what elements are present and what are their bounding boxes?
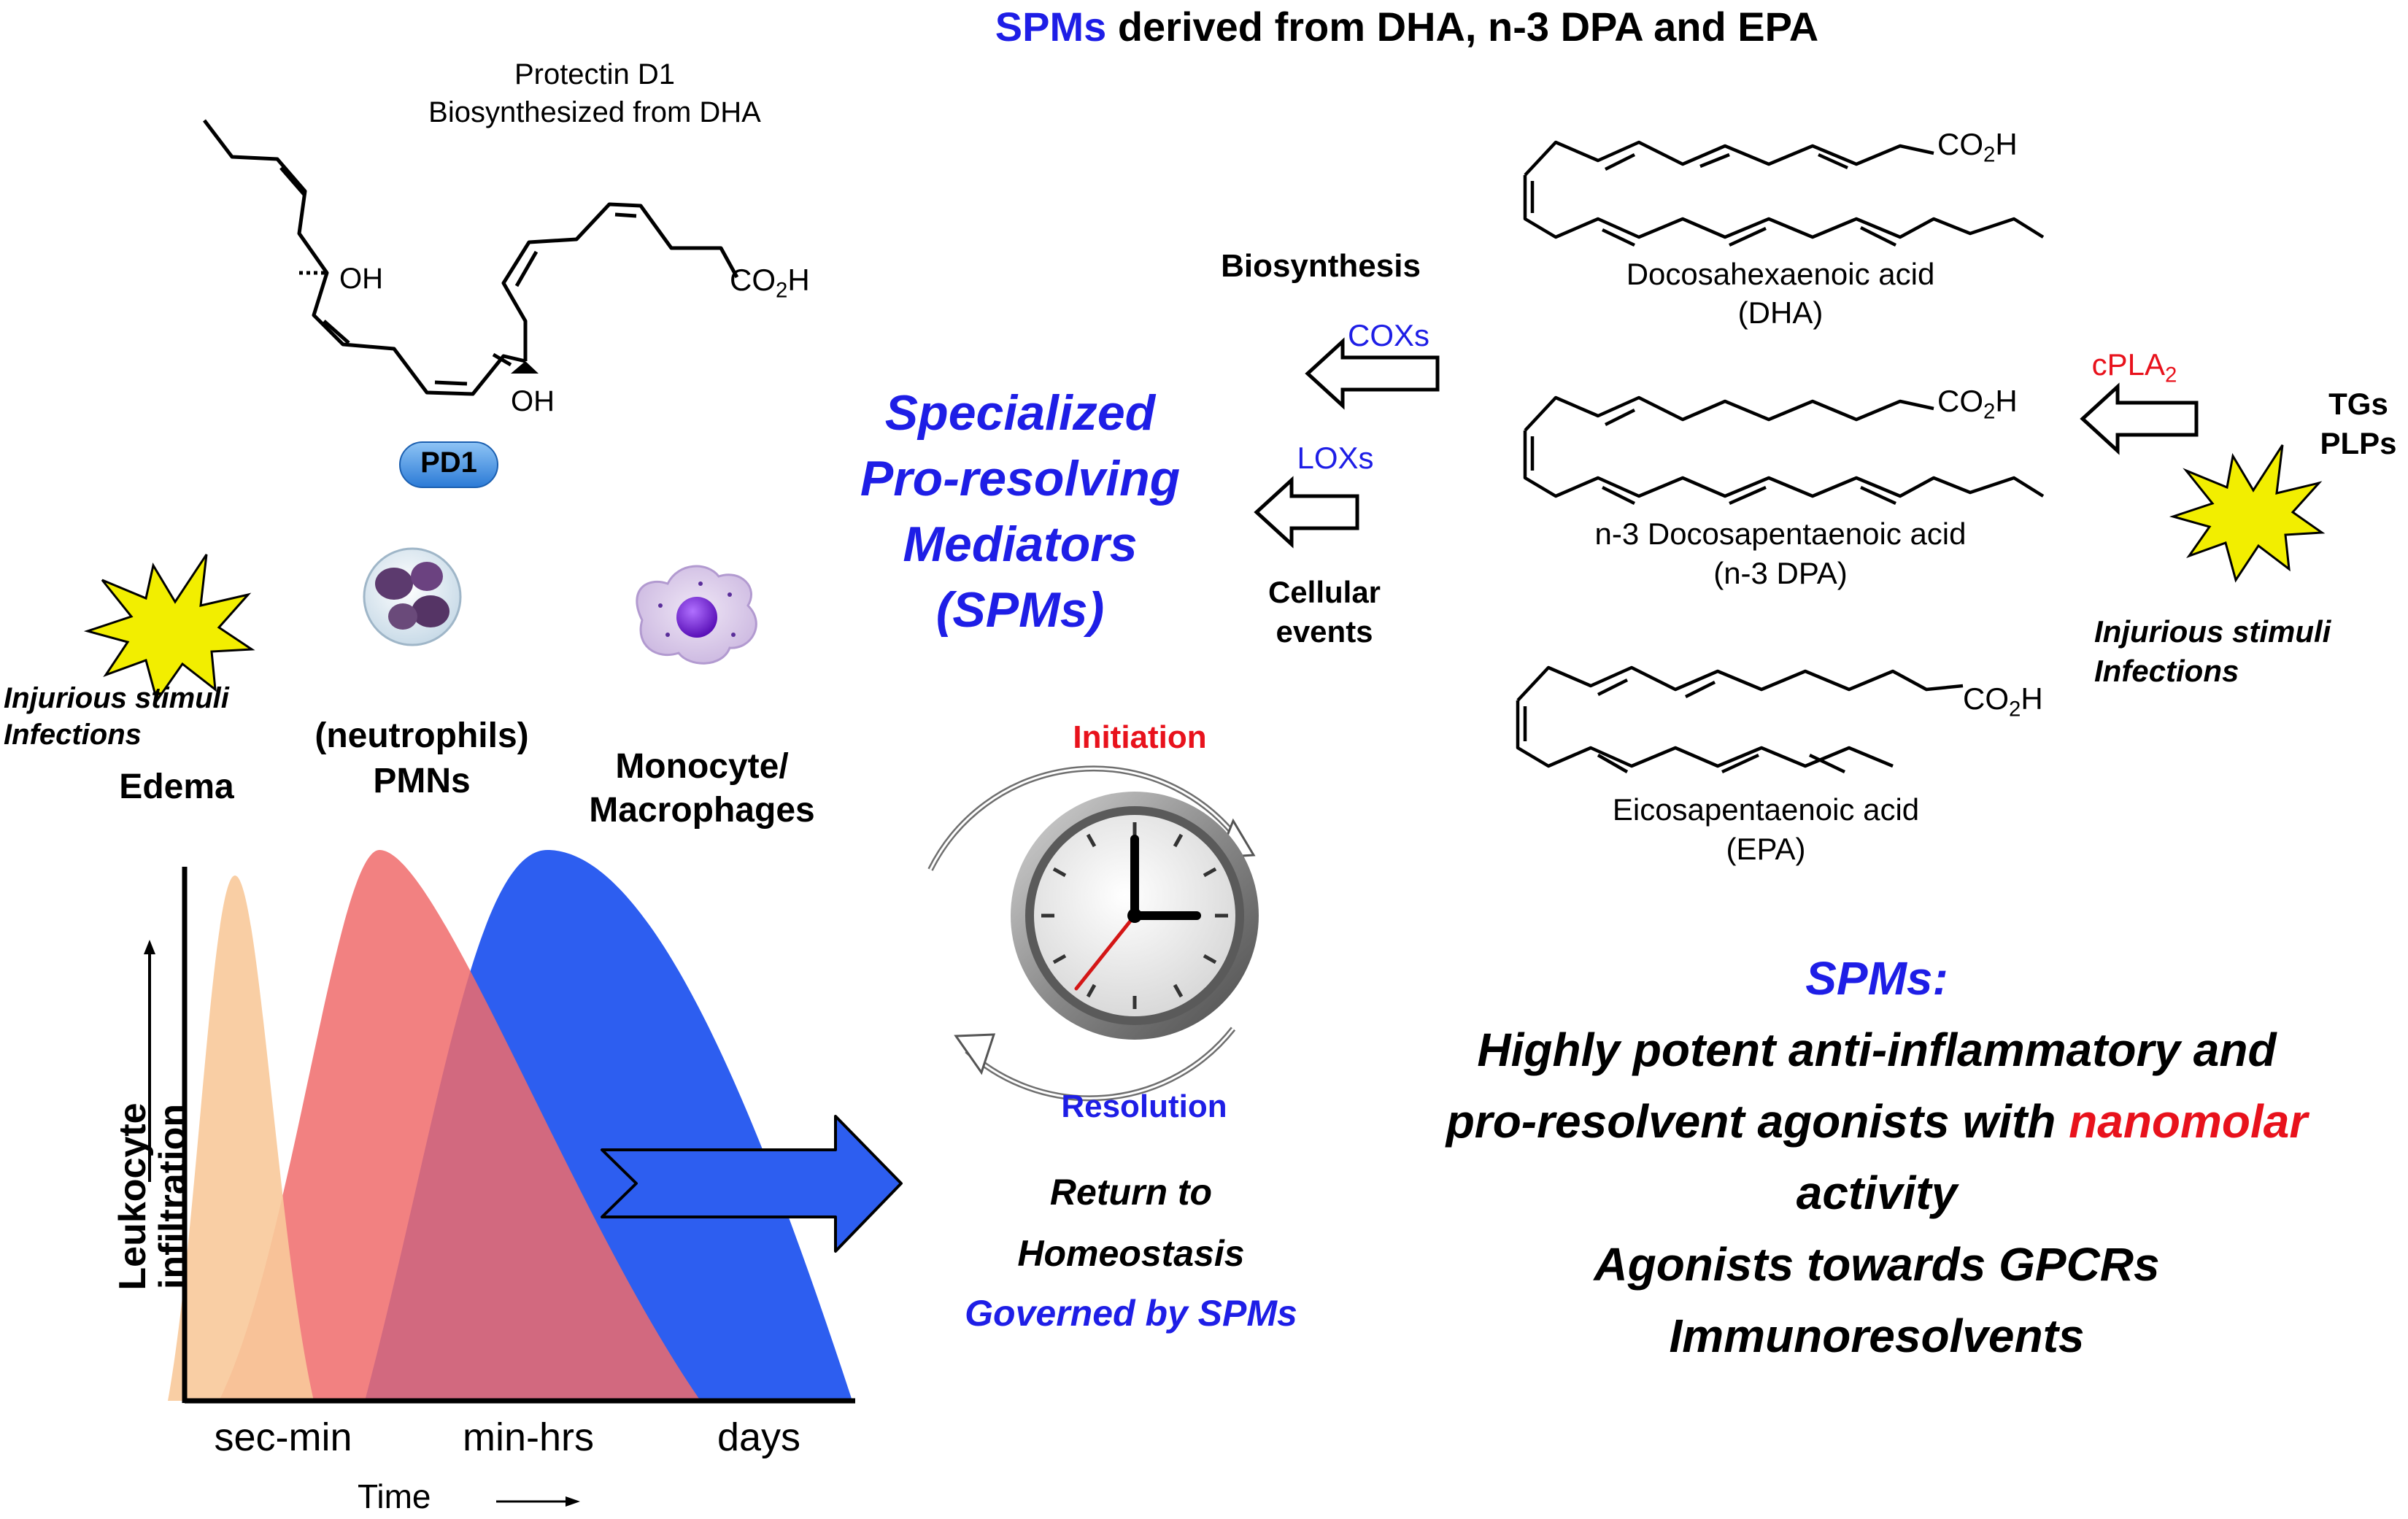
mono-line-1: Monocyte/ — [615, 747, 789, 786]
coxs-label: COXs — [1347, 318, 1430, 352]
dpa-co2h: CO2H — [1937, 384, 2018, 424]
edema-peak — [168, 876, 314, 1401]
burst-right-icon — [2169, 444, 2326, 583]
pmns-line-2: PMNs — [373, 762, 471, 800]
summary-line-2-text: pro-resolvent agonists with — [1446, 1095, 2069, 1148]
spm-line-3: Mediators — [903, 517, 1138, 572]
title-highlight: SPMs — [995, 4, 1107, 50]
clock-icon — [927, 765, 1259, 1102]
spm-line-4: (SPMs) — [935, 582, 1105, 638]
epa-abbr: (EPA) — [1726, 832, 1806, 866]
y-axis-label-line-1: Leukocyte — [112, 1102, 154, 1291]
spm-line-1: Specialized — [884, 385, 1156, 441]
biosynthesis-label: Biosynthesis — [1221, 248, 1421, 284]
summary-line-1: Highly potent anti-inflammatory and — [1477, 1024, 2277, 1076]
dpa-abbr: (n-3 DPA) — [1713, 556, 1848, 590]
lox-arrow — [1254, 476, 1359, 549]
summary-nanomolar: nanomolar — [2069, 1095, 2308, 1148]
right-stimuli-line-2: Infections — [2094, 654, 2239, 688]
cellular-events-line-1: Cellular — [1267, 575, 1381, 609]
dpa-name: n-3 Docosapentaenoic acid — [1594, 517, 1967, 551]
pmns-line-1: (neutrophils) — [314, 716, 529, 755]
summary-line-4: Agonists towards GPCRs — [1594, 1238, 2160, 1291]
summary-line-2: pro-resolvent agonists with nanomolar — [1446, 1095, 2308, 1148]
big-blue-arrow — [601, 1115, 903, 1253]
y-axis-label-line-2: infiltration — [151, 1103, 194, 1290]
fatty-acid-chains — [1516, 140, 2045, 774]
left-stimuli-line-2: Infections — [4, 719, 142, 751]
tick-min-hrs: min-hrs — [462, 1415, 595, 1459]
pd1-structure — [203, 119, 739, 396]
pd1-badge-label: PD1 — [420, 447, 477, 479]
initiation-label: Initiation — [1073, 719, 1207, 755]
cpla2-label: cPLA2 — [2091, 347, 2177, 387]
left-stimuli-line-1: Injurious stimuli — [4, 682, 229, 714]
epa-name: Eicosapentaenoic acid — [1612, 792, 1920, 827]
cellular-events-line-2: events — [1276, 614, 1373, 649]
neutrophil-icon — [363, 547, 462, 646]
summary-heading: SPMs: — [1805, 952, 1948, 1005]
title-rest: derived from DHA, n-3 DPA and EPA — [1106, 4, 1819, 50]
pd1-oh-bottom: OH — [511, 385, 555, 417]
tick-days: days — [717, 1415, 801, 1459]
tick-sec-min: sec-min — [214, 1415, 352, 1459]
right-stimuli-line-1: Injurious stimuli — [2094, 614, 2331, 649]
hollow-arrows — [1254, 337, 2199, 549]
page-title: SPMs derived from DHA, n-3 DPA and EPA — [995, 4, 1818, 50]
return-line-2: Homeostasis — [1017, 1233, 1245, 1274]
pd1-oh-top: OH — [339, 263, 383, 295]
epa-co2h: CO2H — [1963, 681, 2043, 722]
x-axis-label: Time — [358, 1477, 431, 1515]
pd1-origin: Biosynthesized from DHA — [428, 96, 761, 128]
dha-abbr: (DHA) — [1737, 295, 1824, 330]
mono-line-2: Macrophages — [589, 791, 815, 830]
tgs-label: TGs — [2328, 387, 2388, 421]
spm-line-2: Pro-resolving — [860, 451, 1181, 506]
dha-name: Docosahexaenoic acid — [1626, 257, 1935, 291]
return-line-1: Return to — [1049, 1172, 1213, 1213]
summary-line-3: activity — [1796, 1167, 1958, 1219]
pd1-co2h: CO2H — [730, 263, 810, 303]
plps-label: PLPs — [2320, 426, 2397, 460]
infiltration-plot — [144, 850, 855, 1507]
cpla2-arrow — [2080, 382, 2199, 455]
resolution-label: Resolution — [1061, 1089, 1227, 1124]
summary-line-5: Immunoresolvents — [1669, 1310, 2085, 1362]
burst-left-icon — [83, 554, 255, 703]
pd1-badge-shape — [399, 441, 498, 488]
dha-co2h: CO2H — [1937, 127, 2018, 167]
governed-label: Governed by SPMs — [965, 1293, 1297, 1334]
y-axis-label: Leukocyte infiltration — [112, 1076, 194, 1317]
cox-arrow — [1305, 337, 1440, 410]
pd1-name: Protectin D1 — [514, 58, 676, 90]
pmn-peak — [219, 850, 701, 1401]
macrophage-icon — [636, 565, 757, 665]
loxs-label: LOXs — [1297, 441, 1374, 475]
edema-label: Edema — [119, 768, 234, 806]
